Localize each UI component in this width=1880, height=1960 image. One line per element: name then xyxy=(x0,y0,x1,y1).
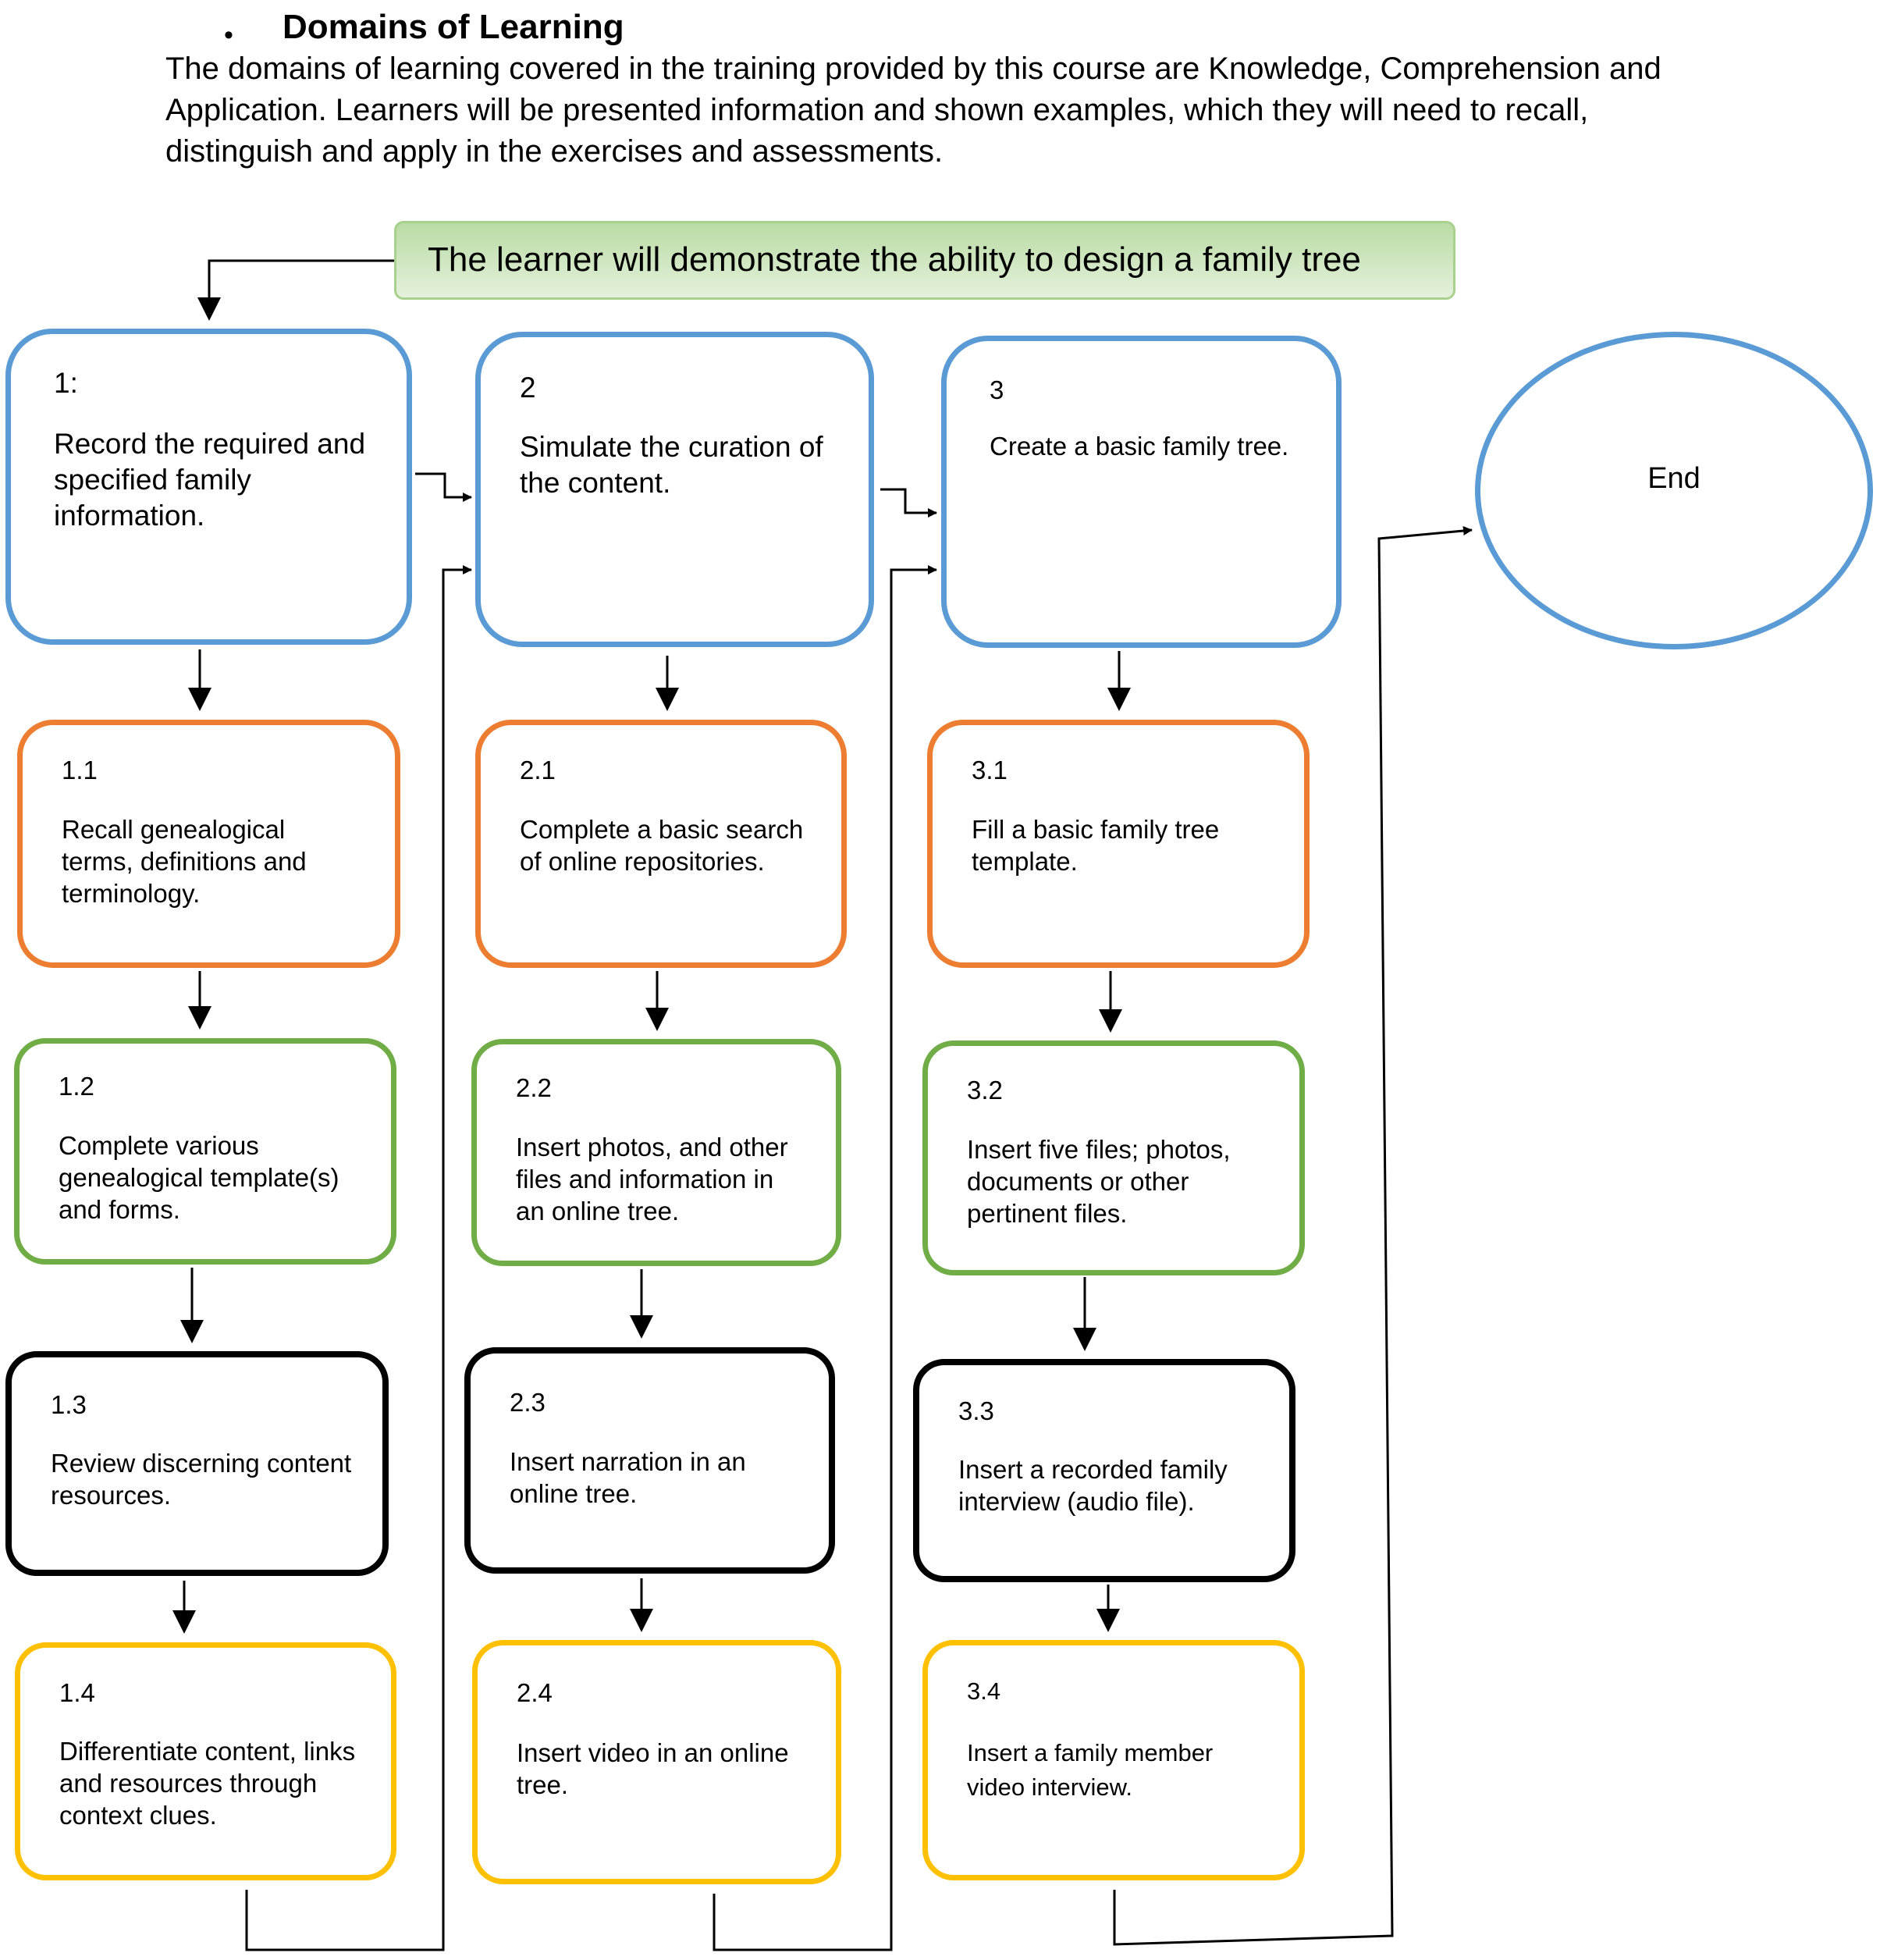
box-number: 2.1 xyxy=(520,756,556,784)
box-number: 3 xyxy=(990,375,1004,404)
return-2-4-to-3 xyxy=(713,565,937,1951)
box-text: Insert photos, and other files and infor… xyxy=(516,1133,788,1225)
step-box-1-2: 1.2 Complete various genealogical templa… xyxy=(14,1038,396,1265)
box-number: 2.3 xyxy=(510,1388,546,1417)
heading-bullet: • xyxy=(224,20,233,50)
box-text: Insert video in an online tree. xyxy=(517,1738,789,1799)
end-node: End xyxy=(1475,332,1873,649)
step-box-2-3: 2.3 Insert narration in an online tree. xyxy=(464,1347,835,1574)
intro-paragraph: The domains of learning covered in the t… xyxy=(165,52,1661,169)
step-box-1-4: 1.4 Differentiate content, links and res… xyxy=(15,1642,396,1880)
return-1-4-to-2 xyxy=(245,565,472,1951)
box-number: 1.1 xyxy=(62,756,98,784)
goal-text: The learner will demonstrate the ability… xyxy=(428,240,1361,279)
box-number: 3.1 xyxy=(972,756,1008,784)
box-number: 3.3 xyxy=(958,1396,994,1425)
step-box-3-3: 3.3 Insert a recorded family interview (… xyxy=(913,1359,1295,1582)
box-text: Simulate the curation of the content. xyxy=(520,431,823,499)
box-text: Recall genealogical terms, definitions a… xyxy=(62,815,307,908)
main-box-3: 3 Create a basic family tree. xyxy=(941,336,1342,648)
box-number: 1: xyxy=(54,367,78,399)
box-text: Insert narration in an online tree. xyxy=(510,1447,746,1508)
box-number: 2.4 xyxy=(517,1678,553,1707)
step-box-1-1: 1.1 Recall genealogical terms, definitio… xyxy=(17,720,400,968)
box-text: Insert a family member video interview. xyxy=(967,1739,1214,1801)
return-3-4-to-end xyxy=(1113,526,1473,1946)
box-text: Create a basic family tree. xyxy=(990,432,1289,461)
section-heading: Domains of Learning xyxy=(283,8,624,46)
arrow-2-to-3 xyxy=(880,488,937,518)
step-box-2-2: 2.2 Insert photos, and other files and i… xyxy=(471,1039,841,1266)
step-box-3-4: 3.4 Insert a family member video intervi… xyxy=(922,1640,1305,1880)
box-text: Complete a basic search of online reposi… xyxy=(520,815,804,876)
main-box-1: 1: Record the required and specified fam… xyxy=(5,329,412,645)
arrow-1-to-2 xyxy=(415,472,472,502)
arrow-goal-to-1 xyxy=(197,259,394,321)
box-number: 3.4 xyxy=(967,1677,1001,1705)
box-text: Complete various genealogical template(s… xyxy=(59,1131,339,1224)
main-box-2: 2 Simulate the curation of the content. xyxy=(475,332,874,647)
step-box-3-1: 3.1 Fill a basic family tree template. xyxy=(927,720,1310,968)
step-box-2-1: 2.1 Complete a basic search of online re… xyxy=(475,720,847,968)
step-box-2-4: 2.4 Insert video in an online tree. xyxy=(472,1640,841,1884)
box-number: 1.4 xyxy=(59,1678,95,1707)
box-text: Review discerning content resources. xyxy=(51,1449,352,1510)
step-box-3-2: 3.2 Insert five files; photos, documents… xyxy=(922,1040,1305,1275)
end-label: End xyxy=(1647,462,1701,495)
box-number: 3.2 xyxy=(967,1076,1003,1105)
box-number: 2 xyxy=(520,372,536,404)
box-number: 1.2 xyxy=(59,1072,94,1101)
box-text: Differentiate content, links and resourc… xyxy=(59,1737,356,1830)
box-text: Insert five files; photos, documents or … xyxy=(967,1135,1231,1228)
box-text: Insert a recorded family interview (audi… xyxy=(958,1455,1228,1516)
box-number: 2.2 xyxy=(516,1073,552,1102)
goal-banner: The learner will demonstrate the ability… xyxy=(394,221,1455,300)
box-text: Record the required and specified family… xyxy=(54,428,366,532)
box-number: 1.3 xyxy=(51,1390,87,1419)
box-text: Fill a basic family tree template. xyxy=(972,815,1220,876)
step-box-1-3: 1.3 Review discerning content resources. xyxy=(5,1351,389,1576)
